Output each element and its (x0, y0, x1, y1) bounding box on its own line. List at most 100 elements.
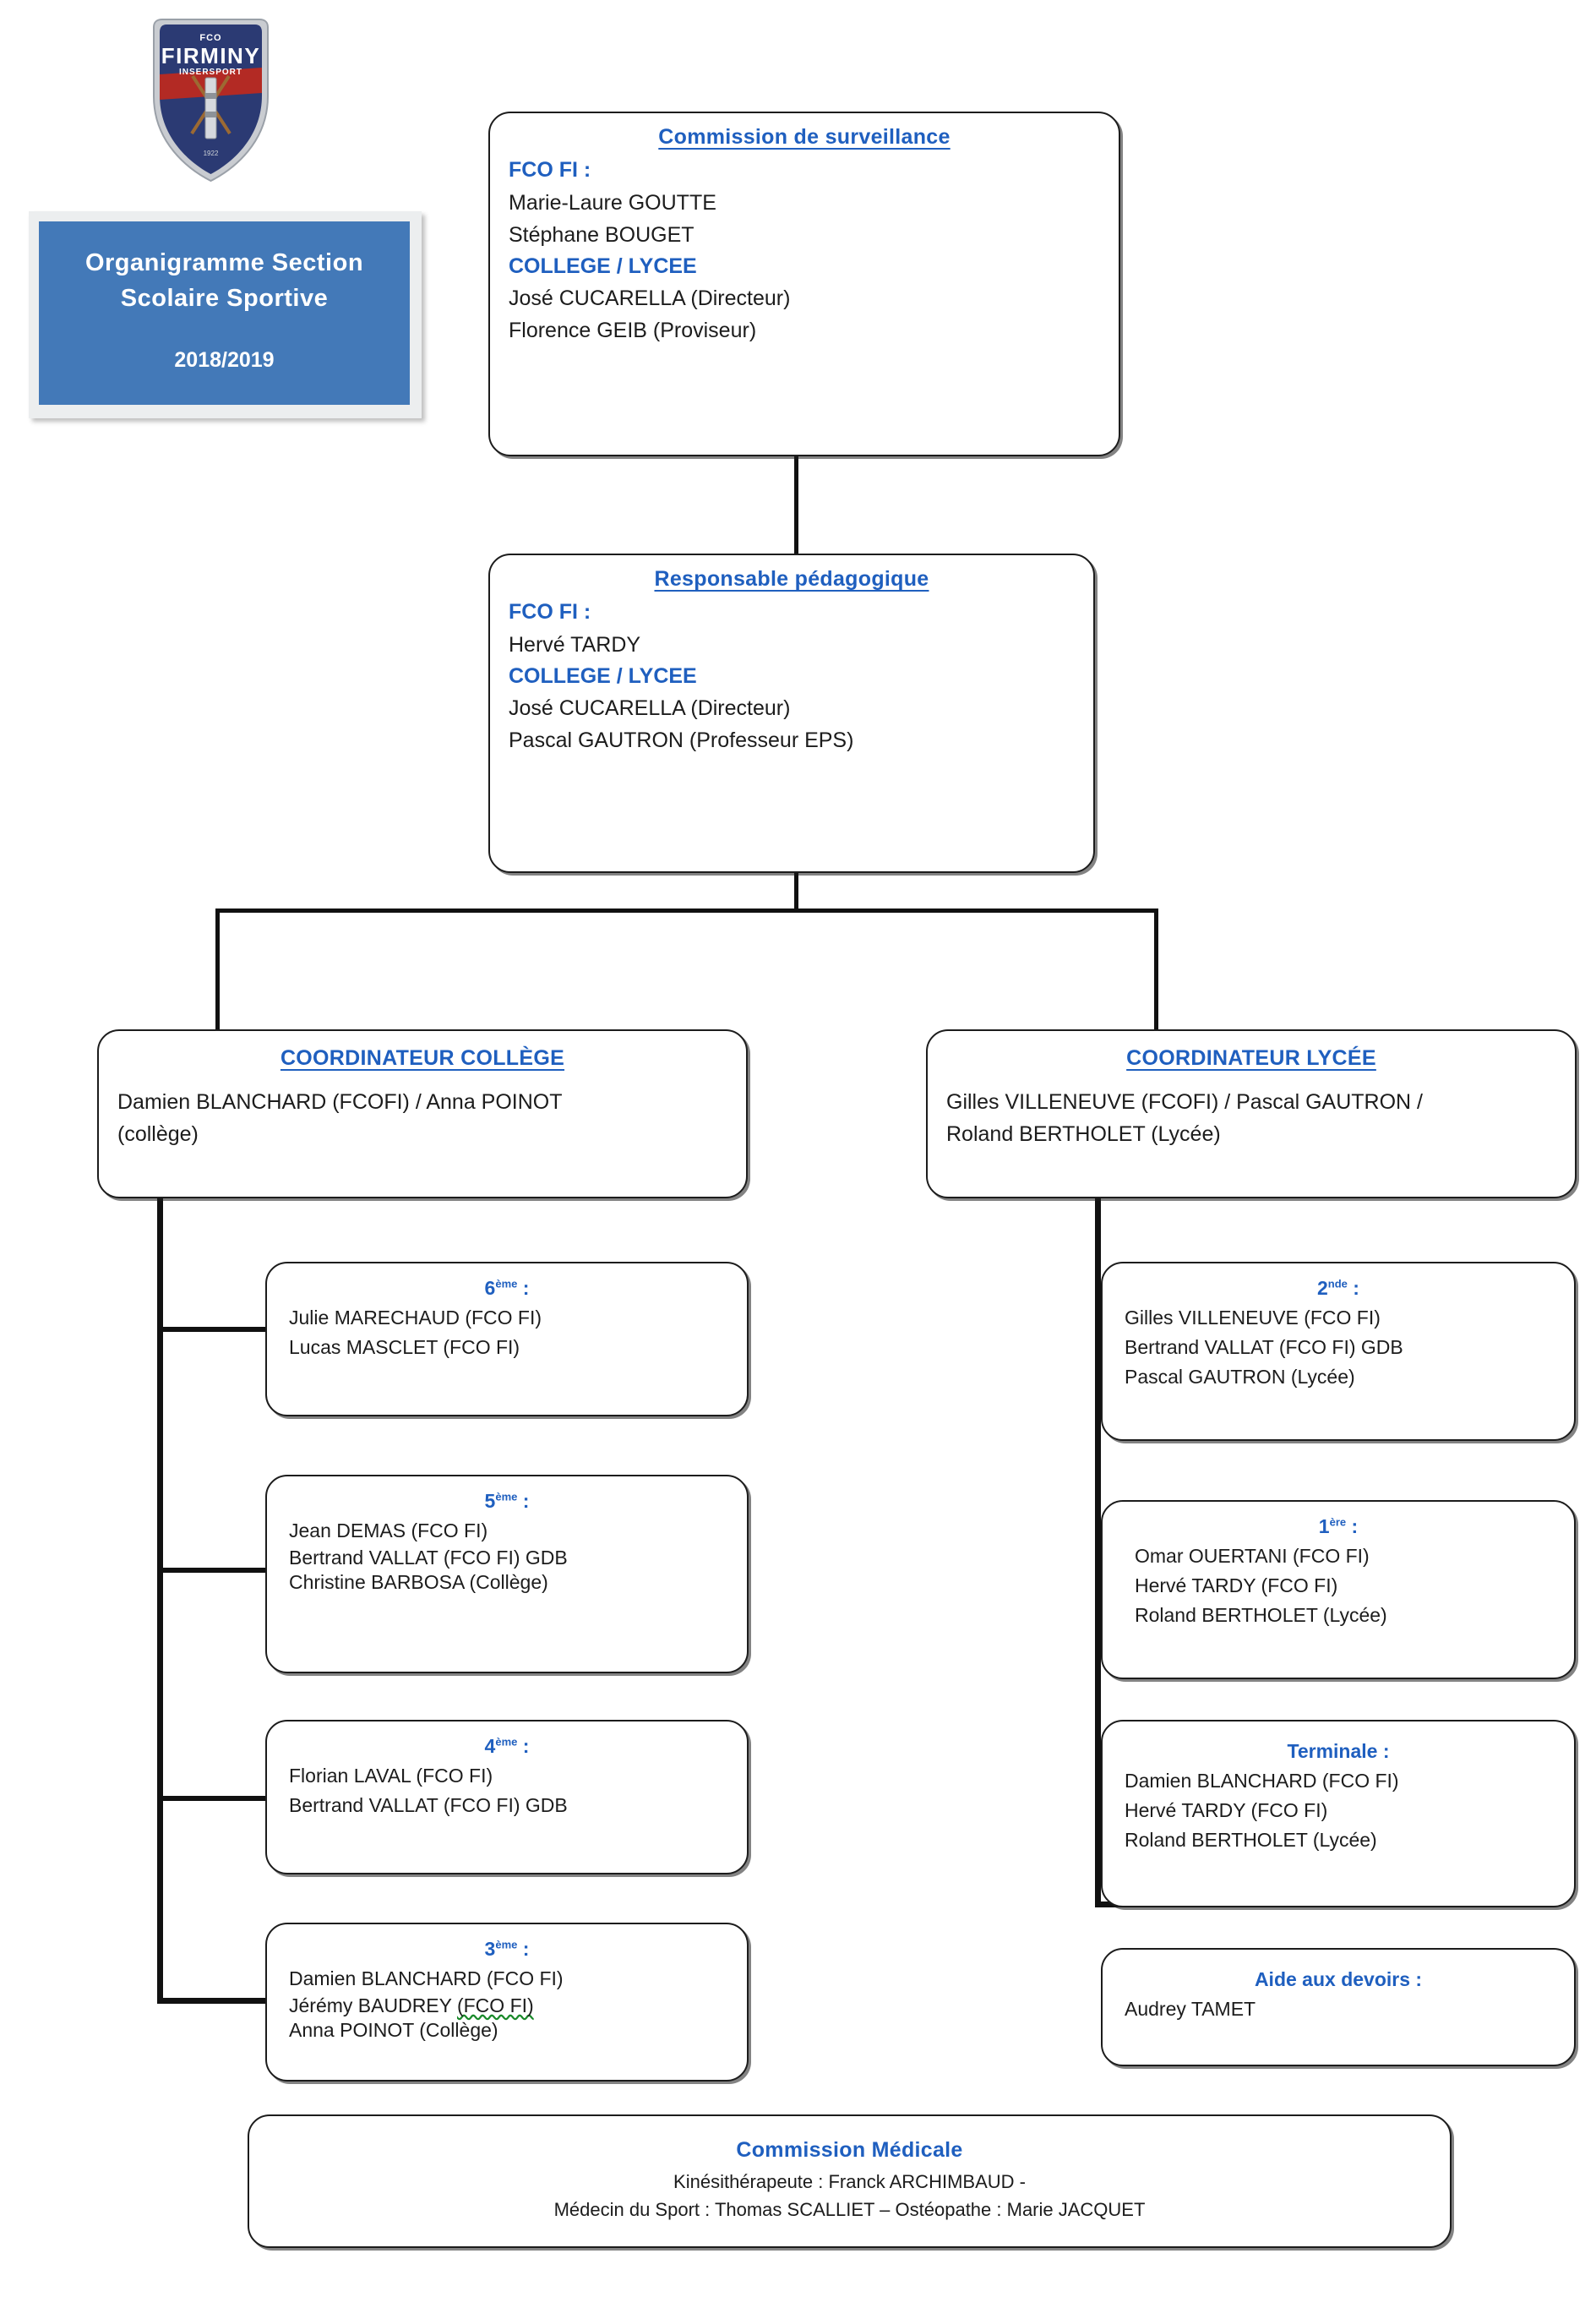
grade-4eme-title: 4ème : (289, 1735, 725, 1758)
responsable-pedagogique-club-member: Hervé TARDY (509, 632, 641, 657)
node-grade-5eme[interactable]: 5ème : Jean DEMAS (FCO FI) Bertrand VALL… (265, 1475, 749, 1673)
grade-terminale-member: Hervé TARDY (FCO FI) (1125, 1798, 1328, 1821)
grade-6eme-title: 6ème : (289, 1277, 725, 1300)
grade-6eme-ordinal: ème (495, 1277, 518, 1290)
crest-shield-icon: FCO FIRMINY INSERSPORT 1922 (153, 19, 269, 183)
grade-1ere-member: Roland BERTHOLET (Lycée) (1135, 1603, 1387, 1626)
connector-to-coordinateur-lycee (1154, 908, 1158, 1034)
connector-college-to-6eme (157, 1327, 265, 1332)
coordinateur-lycee-line: Roland BERTHOLET (Lycée) (946, 1122, 1221, 1146)
svg-text:1922: 1922 (204, 150, 219, 157)
connector-to-coordinateur-college (215, 908, 220, 1034)
grade-terminale-name: Terminale (1287, 1740, 1378, 1762)
title-year: 2018/2019 (174, 348, 275, 373)
grade-2nde-member: Bertrand VALLAT (FCO FI) GDB (1125, 1335, 1403, 1358)
title-banner: Organigramme Section Scolaire Sportive 2… (29, 211, 422, 418)
grade-6eme-member: Julie MARECHAUD (FCO FI) (289, 1307, 542, 1329)
grade-6eme-number: 6 (484, 1277, 496, 1299)
grade-1ere-title: 1ère : (1125, 1515, 1552, 1538)
grade-6eme-colon: : (517, 1277, 530, 1299)
grade-2nde-member: Pascal GAUTRON (Lycée) (1125, 1365, 1355, 1388)
grade-terminale-member: Damien BLANCHARD (FCO FI) (1125, 1770, 1399, 1792)
connector-pedagogique-stem (794, 870, 798, 911)
grade-1ere-number: 1 (1318, 1515, 1330, 1537)
responsable-pedagogique-title: Responsable pédagogique (654, 567, 929, 591)
connector-pedagogique-horizontal (215, 908, 1158, 913)
grade-3eme-member-spellchecked: Jérémy BAUDREY (FCO FI) (289, 1994, 725, 2018)
node-coordinateur-college[interactable]: COORDINATEUR COLLÈGE Damien BLANCHARD (F… (97, 1029, 748, 1198)
grade-5eme-member: Jean DEMAS (FCO FI) (289, 1520, 488, 1541)
grade-1ere-ordinal: ère (1329, 1515, 1347, 1529)
grade-1ere-member: Omar OUERTANI (FCO FI) (1135, 1545, 1370, 1567)
node-coordinateur-lycee[interactable]: COORDINATEUR LYCÉE Gilles VILLENEUVE (FC… (926, 1029, 1577, 1198)
grade-1ere-member: Hervé TARDY (FCO FI) (1135, 1574, 1338, 1596)
grade-terminale-colon: : (1377, 1740, 1390, 1762)
connector-college-to-3eme (157, 1998, 265, 2004)
club-crest-logo: FCO FIRMINY INSERSPORT 1922 (145, 15, 276, 184)
title-line-1: Organigramme Section (84, 249, 364, 276)
node-grade-terminale[interactable]: Terminale : Damien BLANCHARD (FCO FI) He… (1101, 1720, 1576, 1907)
node-commission-medicale[interactable]: Commission Médicale Kinésithérapeute : F… (248, 2114, 1452, 2248)
grade-4eme-member: Bertrand VALLAT (FCO FI) GDB (289, 1793, 568, 1816)
grade-3eme-colon: : (517, 1938, 530, 1960)
node-grade-2nde[interactable]: 2nde : Gilles VILLENEUVE (FCO FI) Bertra… (1101, 1262, 1576, 1441)
grade-2nde-ordinal: nde (1327, 1277, 1348, 1290)
aide-aux-devoirs-member: Audrey TAMET (1125, 1998, 1256, 2020)
grade-6eme-member: Lucas MASCLET (FCO FI) (289, 1335, 520, 1358)
coordinateur-college-line: (collège) (117, 1122, 199, 1146)
node-aide-aux-devoirs[interactable]: Aide aux devoirs : Audrey TAMET (1101, 1948, 1576, 2066)
grade-4eme-ordinal: ème (495, 1735, 518, 1749)
coordinateur-college-title: COORDINATEUR COLLÈGE (280, 1046, 565, 1070)
responsable-pedagogique-school-member: Pascal GAUTRON (Professeur EPS) (509, 728, 854, 752)
title-banner-inner: Organigramme Section Scolaire Sportive 2… (39, 221, 410, 405)
commission-medicale-line: Médecin du Sport : Thomas SCALLIET – Ost… (553, 2199, 1146, 2221)
grade-2nde-colon: : (1347, 1277, 1359, 1299)
commission-surveillance-title: Commission de surveillance (658, 125, 951, 149)
title-line-2: Scolaire Sportive (120, 285, 329, 313)
commission-medicale-line: Kinésithérapeute : Franck ARCHIMBAUD - (673, 2171, 1026, 2192)
grade-3eme-title: 3ème : (289, 1938, 725, 1961)
svg-text:FIRMINY: FIRMINY (161, 43, 260, 68)
spellcheck-underline-text: (FCO FI) (456, 1994, 534, 2016)
grade-4eme-colon: : (517, 1735, 530, 1757)
node-grade-1ere[interactable]: 1ère : Omar OUERTANI (FCO FI) Hervé TARD… (1101, 1500, 1576, 1679)
grade-2nde-member: Gilles VILLENEUVE (FCO FI) (1125, 1307, 1381, 1329)
grade-3eme-member: Anna POINOT (Collège) (289, 2019, 498, 2042)
grade-5eme-ordinal: ème (495, 1490, 518, 1503)
svg-text:INSERSPORT: INSERSPORT (179, 68, 242, 77)
grade-5eme-member: Bertrand VALLAT (FCO FI) GDB (289, 1546, 568, 1569)
connector-college-spine (157, 1179, 163, 2003)
connector-college-to-4eme (157, 1796, 265, 1801)
connector-surveillance-to-pedagogique (794, 452, 798, 560)
grade-3eme-member-name: Jérémy BAUDREY (289, 1994, 457, 2016)
grade-3eme-ordinal: ème (495, 1938, 518, 1951)
commission-surveillance-school-member: Florence GEIB (Proviseur) (509, 319, 757, 342)
commission-surveillance-club-member: Stéphane BOUGET (509, 222, 695, 247)
grade-4eme-member: Florian LAVAL (FCO FI) (289, 1765, 493, 1787)
grade-5eme-colon: : (517, 1490, 530, 1512)
grade-5eme-number: 5 (484, 1490, 496, 1512)
responsable-pedagogique-school-member: José CUCARELLA (Directeur) (509, 696, 791, 720)
node-commission-de-surveillance[interactable]: Commission de surveillance FCO FI : Mari… (488, 112, 1120, 456)
connector-college-to-5eme (157, 1568, 265, 1573)
grade-5eme-title: 5ème : (289, 1490, 725, 1513)
grade-terminale-member: Roland BERTHOLET (Lycée) (1125, 1828, 1377, 1851)
grade-1ere-colon: : (1346, 1515, 1359, 1537)
aide-aux-devoirs-title: Aide aux devoirs : (1254, 1968, 1423, 1990)
responsable-pedagogique-club-head: FCO FI : (509, 600, 591, 624)
commission-surveillance-club-head: FCO FI : (509, 158, 591, 182)
commission-surveillance-school-head: COLLEGE / LYCEE (509, 254, 697, 278)
connector-lycee-spine (1095, 1179, 1101, 1907)
node-grade-4eme[interactable]: 4ème : Florian LAVAL (FCO FI) Bertrand V… (265, 1720, 749, 1874)
commission-surveillance-club-member: Marie-Laure GOUTTE (509, 190, 716, 215)
node-grade-3eme[interactable]: 3ème : Damien BLANCHARD (FCO FI) Jérémy … (265, 1923, 749, 2082)
node-grade-6eme[interactable]: 6ème : Julie MARECHAUD (FCO FI) Lucas MA… (265, 1262, 749, 1416)
node-responsable-pedagogique[interactable]: Responsable pédagogique FCO FI : Hervé T… (488, 554, 1095, 873)
coordinateur-lycee-title: COORDINATEUR LYCÉE (1126, 1046, 1376, 1070)
grade-2nde-title: 2nde : (1125, 1277, 1552, 1300)
grade-2nde-number: 2 (1317, 1277, 1328, 1299)
grade-terminale-title: Terminale : (1125, 1740, 1552, 1763)
grade-5eme-member: Christine BARBOSA (Collège) (289, 1571, 548, 1594)
grade-4eme-number: 4 (484, 1735, 496, 1757)
